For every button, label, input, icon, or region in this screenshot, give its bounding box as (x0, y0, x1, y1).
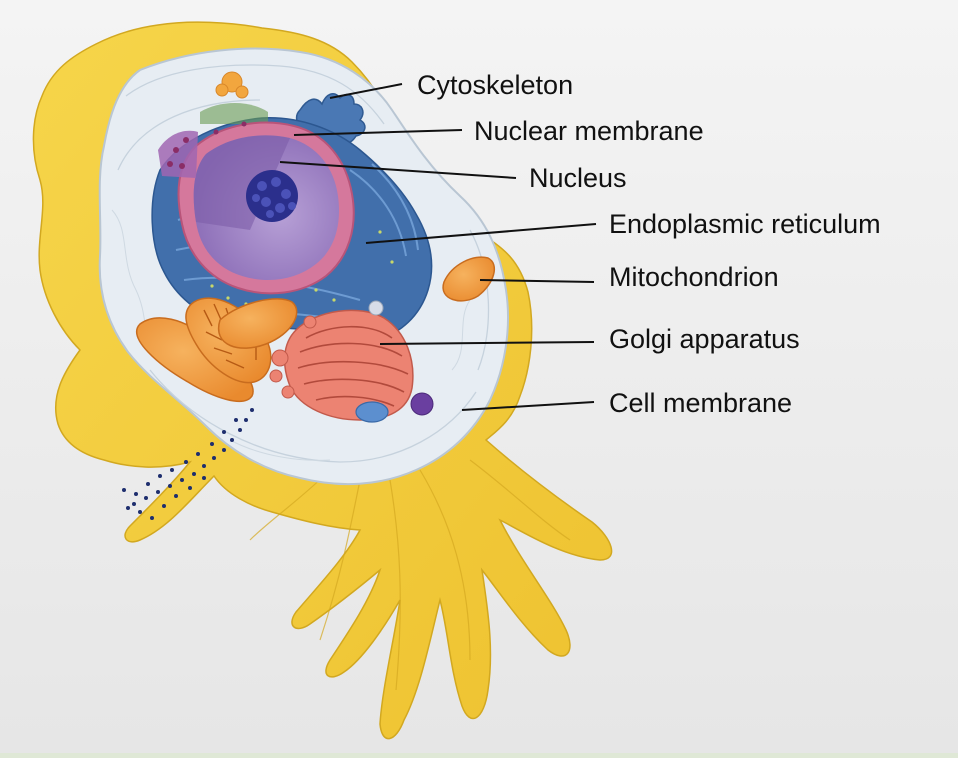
leader-line-nucleus (279, 161, 517, 179)
golgi-structure (269, 309, 414, 421)
bottom-strip (0, 753, 958, 758)
leader-line-nuclear-membrane (293, 129, 463, 136)
mitochondria (136, 256, 496, 403)
vesicle-cluster (200, 71, 268, 124)
label-golgi-apparatus: Golgi apparatus (609, 324, 800, 354)
secretion-dots (122, 408, 254, 520)
leader-line-cytoskeleton (329, 83, 403, 99)
vesicles (355, 300, 434, 423)
leader-line-mitochondrion (479, 279, 595, 283)
leader-line-cell-membrane (461, 401, 595, 411)
label-cytoskeleton: Cytoskeleton (417, 70, 574, 100)
label-endoplasmic-reticulum: Endoplasmic reticulum (609, 209, 881, 239)
leader-lines (279, 83, 597, 411)
label-nucleus: Nucleus (529, 163, 627, 193)
label-cell-membrane: Cell membrane (609, 388, 793, 418)
leader-line-golgi-apparatus (379, 341, 595, 345)
mitochondrion-left (136, 317, 254, 403)
nucleus-structure (158, 121, 355, 295)
label-nuclear-membrane: Nuclear membrane (474, 116, 704, 146)
mitochondrion-right (442, 256, 496, 302)
label-mitochondrion: Mitochondrion (609, 262, 779, 292)
leader-line-endoplasmic-reticulum (365, 223, 597, 244)
nucleolus (246, 170, 298, 222)
mitochondrion-top (217, 298, 298, 349)
